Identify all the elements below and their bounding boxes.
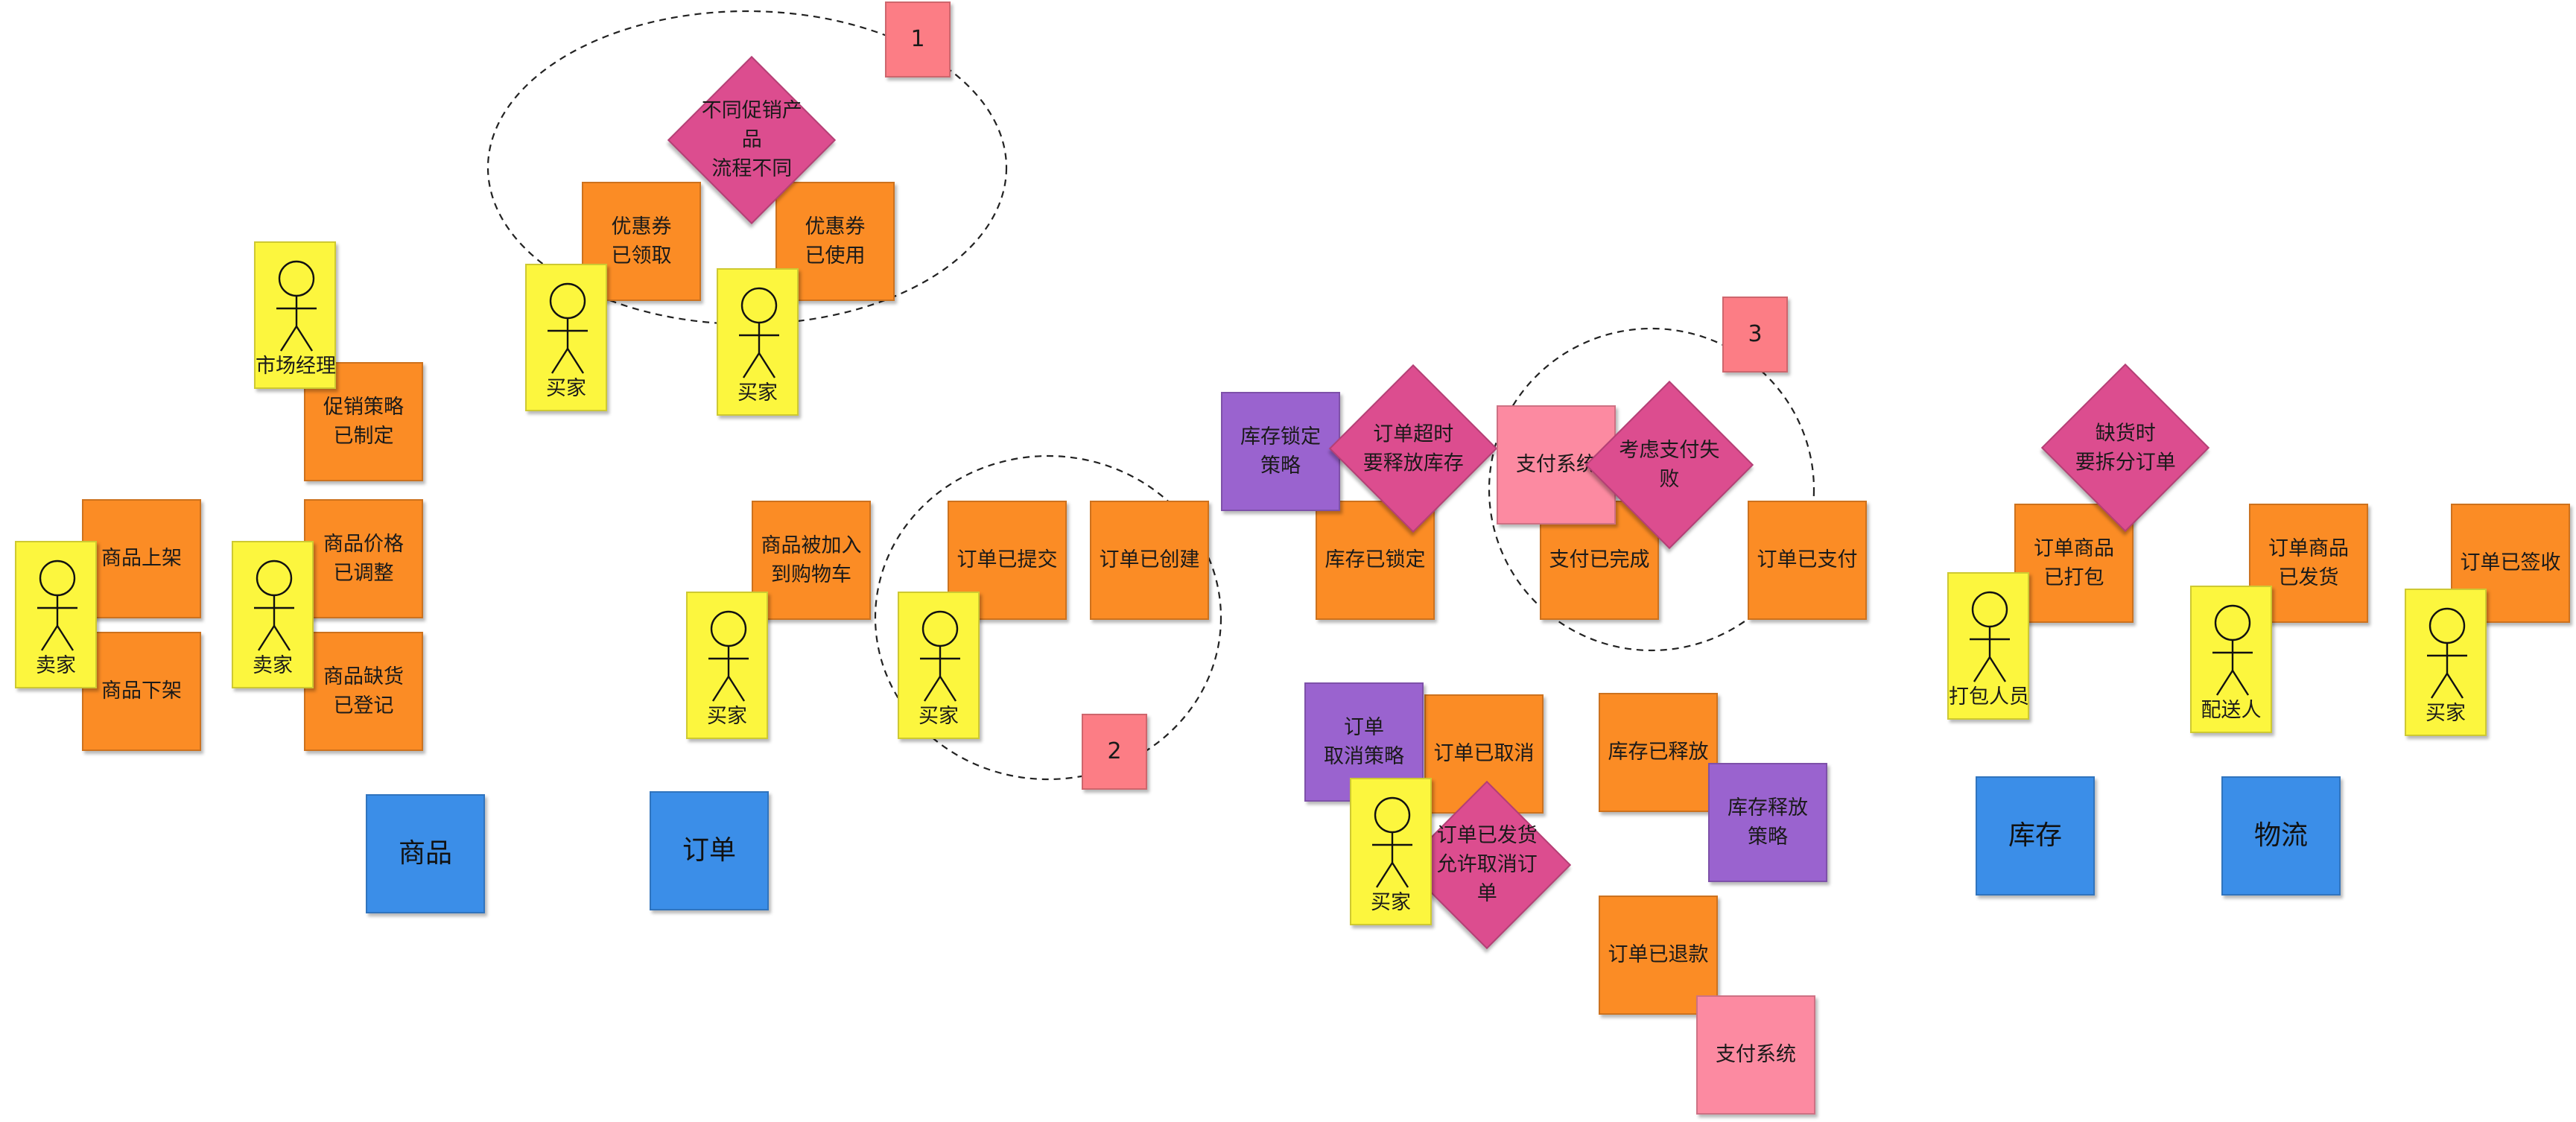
- actor-buyer-cart[interactable]: 买家: [686, 592, 768, 739]
- event-stockout-registered[interactable]: 商品缺货 已登记: [304, 632, 423, 751]
- actor-buyer-submit[interactable]: 买家: [898, 592, 980, 739]
- stick-figure-icon: [276, 260, 317, 352]
- event-product-listed[interactable]: 商品上架: [82, 499, 201, 618]
- event-order-refunded[interactable]: 订单已退款: [1599, 896, 1718, 1015]
- hotspot-timeout-release-label: 订单超时 要释放库存: [1362, 422, 1464, 475]
- stick-figure-icon: [1970, 591, 2010, 682]
- event-order-paid[interactable]: 订单已支付: [1748, 501, 1867, 620]
- hotspot-split-order-label: 缺货时 要拆分订单: [2075, 421, 2176, 474]
- actor-buyer-submit-label: 买家: [919, 705, 959, 728]
- marker-3[interactable]: 3: [1722, 297, 1788, 373]
- actor-seller-1[interactable]: 卖家: [15, 541, 97, 688]
- hotspot-payment-failure-label: 考虑支付失败: [1619, 438, 1720, 491]
- event-order-created[interactable]: 订单已创建: [1090, 501, 1209, 620]
- actor-market-manager[interactable]: 市场经理: [254, 241, 336, 389]
- hotspot-shipped-cancel-label: 订单已发货 允许取消订单: [1436, 824, 1538, 906]
- actor-seller-2[interactable]: 卖家: [232, 541, 314, 688]
- actor-buyer-cancel[interactable]: 买家: [1350, 778, 1432, 925]
- actor-buyer-coupon-2[interactable]: 买家: [717, 268, 799, 416]
- policy-stock-release[interactable]: 库存释放 策略: [1708, 763, 1827, 882]
- marker-1[interactable]: 1: [885, 1, 951, 77]
- stick-figure-icon: [708, 610, 749, 702]
- aggregate-product[interactable]: 商品: [366, 794, 485, 913]
- stick-figure-icon: [37, 560, 77, 651]
- external-payment-system-2[interactable]: 支付系统: [1696, 995, 1815, 1115]
- actor-buyer-coupon-1[interactable]: 买家: [525, 264, 607, 411]
- actor-buyer-cart-label: 买家: [707, 705, 747, 728]
- actor-buyer-sign-label: 买家: [2426, 702, 2466, 725]
- actor-courier[interactable]: 配送人: [2190, 586, 2272, 733]
- actor-packer[interactable]: 打包人员: [1947, 572, 2029, 720]
- actor-buyer-coupon-1-label: 买家: [546, 377, 586, 400]
- actor-seller-1-label: 卖家: [36, 654, 76, 677]
- actor-buyer-coupon-2-label: 买家: [737, 381, 778, 405]
- event-promo-strategy-made[interactable]: 促销策略 已制定: [304, 362, 423, 481]
- event-product-delisted[interactable]: 商品下架: [82, 632, 201, 751]
- stick-figure-icon: [548, 282, 588, 374]
- marker-2[interactable]: 2: [1082, 714, 1147, 790]
- aggregate-logistics[interactable]: 物流: [2221, 776, 2341, 896]
- stick-figure-icon: [920, 610, 960, 702]
- hotspot-promo-flow-label: 不同促销产品 流程不同: [701, 99, 802, 181]
- actor-packer-label: 打包人员: [1949, 685, 2029, 709]
- stick-figure-icon: [739, 287, 779, 378]
- event-price-adjusted[interactable]: 商品价格 已调整: [304, 499, 423, 618]
- event-goods-packed[interactable]: 订单商品 已打包: [2014, 504, 2134, 623]
- stick-figure-icon: [1372, 796, 1412, 888]
- stick-figure-icon: [2212, 604, 2253, 696]
- event-added-to-cart[interactable]: 商品被加入 到购物车: [752, 501, 871, 620]
- stick-figure-icon: [2427, 607, 2467, 699]
- policy-stock-lock[interactable]: 库存锁定 策略: [1221, 392, 1340, 511]
- event-stock-released[interactable]: 库存已释放: [1599, 693, 1718, 812]
- aggregate-order[interactable]: 订单: [650, 791, 769, 910]
- actor-seller-2-label: 卖家: [253, 654, 293, 677]
- actor-buyer-sign[interactable]: 买家: [2405, 589, 2487, 736]
- actor-market-manager-label: 市场经理: [256, 355, 336, 378]
- stick-figure-icon: [254, 560, 294, 651]
- aggregate-inventory[interactable]: 库存: [1976, 776, 2095, 896]
- actor-courier-label: 配送人: [2201, 699, 2262, 722]
- actor-buyer-cancel-label: 买家: [1371, 891, 1411, 914]
